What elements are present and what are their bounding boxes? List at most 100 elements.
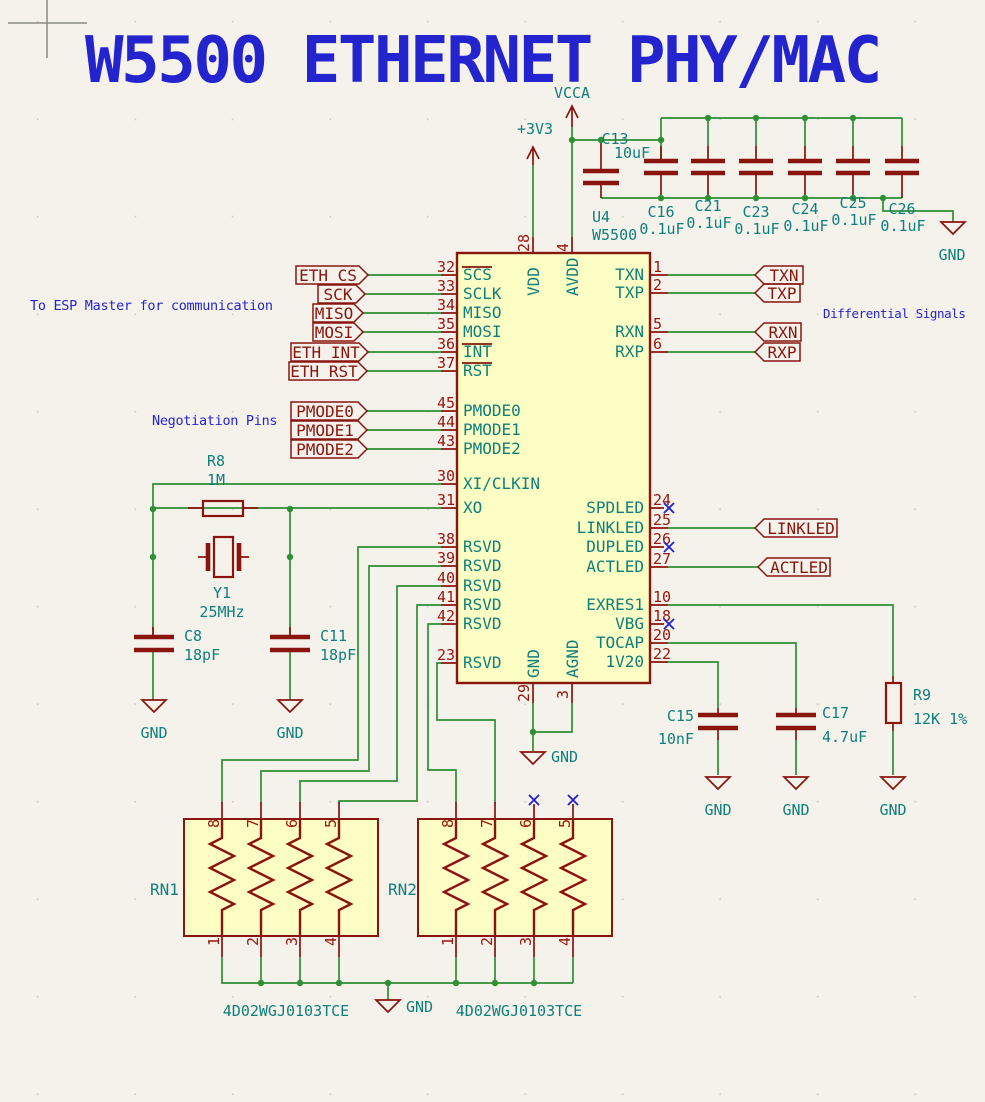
svg-text:TXP: TXP	[768, 284, 797, 303]
svg-text:30: 30	[437, 467, 455, 485]
svg-text:RSVD: RSVD	[463, 614, 502, 633]
net-label-pmode0	[290, 401, 369, 421]
svg-text:RXP: RXP	[615, 342, 644, 361]
net-label-txn	[753, 265, 804, 285]
svg-text:2: 2	[478, 937, 496, 946]
svg-text:6: 6	[653, 335, 662, 353]
svg-text:XO: XO	[463, 498, 482, 517]
svg-text:C24: C24	[791, 200, 818, 218]
svg-text:AGND: AGND	[563, 639, 582, 678]
svg-text:TXP: TXP	[615, 283, 644, 302]
svg-text:20: 20	[653, 626, 671, 644]
svg-text:ACTLED: ACTLED	[586, 557, 644, 576]
svg-text:1: 1	[653, 258, 662, 276]
svg-text:GND: GND	[276, 724, 303, 742]
svg-text:2: 2	[244, 937, 262, 946]
wire-crystal-gnd	[152, 650, 291, 700]
svg-text:TOCAP: TOCAP	[596, 633, 644, 652]
svg-text:33: 33	[437, 277, 455, 295]
svg-text:0.1uF: 0.1uF	[686, 214, 731, 232]
svg-text:42: 42	[437, 607, 455, 625]
svg-text:C15: C15	[667, 707, 694, 725]
power-arrow-icon	[565, 104, 579, 127]
svg-text:PMODE2: PMODE2	[463, 439, 521, 458]
gnd-icon	[878, 776, 908, 791]
svg-text:1: 1	[439, 937, 457, 946]
svg-text:12K 1%: 12K 1%	[913, 710, 967, 728]
svg-text:44: 44	[437, 413, 455, 431]
svg-text:PMODE2: PMODE2	[296, 440, 354, 459]
ic-right-pin-numbers: 1 2 5 6 24 25 26 27 10 18 20 22	[653, 258, 671, 663]
svg-text:RXP: RXP	[768, 343, 797, 362]
svg-text:10uF: 10uF	[614, 144, 650, 162]
ic-ref: U4	[592, 208, 610, 226]
svg-text:RXN: RXN	[769, 323, 798, 342]
svg-text:RSVD: RSVD	[463, 556, 502, 575]
svg-text:C23: C23	[742, 203, 769, 221]
svg-text:RSVD: RSVD	[463, 595, 502, 614]
net-labels-left: ETH_CS SCK MISO MOSI ETH_INT ETH_RST PMO…	[288, 265, 370, 459]
pin-stubs	[152, 141, 903, 957]
note-negotiation-pins: Negotiation Pins	[152, 413, 277, 429]
net-label-mosi	[312, 322, 365, 342]
svg-text:1V20: 1V20	[605, 652, 644, 671]
capacitor-c23: C23 0.1uF	[734, 158, 780, 238]
ic-value: W5500	[592, 226, 637, 244]
rn-pin-stubs	[221, 802, 574, 957]
no-connect-marks	[528, 502, 675, 806]
ic-top-bottom-pin-stubs	[532, 237, 573, 703]
note-esp-master: To ESP Master for communication	[30, 298, 273, 314]
net-label-pmode1	[290, 420, 369, 440]
svg-text:GND: GND	[879, 801, 906, 819]
svg-text:C16: C16	[647, 203, 674, 221]
svg-text:29: 29	[515, 684, 533, 702]
gnd-icon	[938, 221, 968, 236]
capacitor-c17: C17 4.7uF	[776, 704, 867, 746]
svg-text:3: 3	[554, 690, 572, 699]
svg-text:2: 2	[653, 276, 662, 294]
capacitor-c8: C8 18pF	[134, 627, 220, 664]
svg-text:18pF: 18pF	[184, 646, 220, 664]
resistor-body	[201, 499, 245, 518]
capacitor-c24: C24 0.1uF	[783, 158, 829, 235]
resistor-r8: R8 1M	[201, 452, 245, 518]
svg-text:C25: C25	[839, 194, 866, 212]
no-connect-icon-rn2-6	[528, 794, 540, 806]
gnd-icon	[139, 699, 169, 714]
svg-text:RN2: RN2	[388, 880, 417, 899]
svg-text:C8: C8	[184, 627, 202, 645]
svg-text:1: 1	[205, 937, 223, 946]
no-connect-icon-vbg	[663, 618, 675, 630]
svg-text:RN1: RN1	[150, 880, 179, 899]
svg-text:10: 10	[653, 588, 671, 606]
svg-text:6: 6	[517, 819, 535, 828]
ic-right-pin-stubs	[650, 274, 668, 663]
power-arrow-icon	[526, 145, 540, 165]
svg-text:4.7uF: 4.7uF	[822, 728, 867, 746]
wires	[152, 117, 954, 1000]
net-label-linkled	[753, 518, 838, 538]
svg-text:SPDLED: SPDLED	[586, 498, 644, 517]
net-label-miso	[312, 303, 365, 323]
svg-text:GND: GND	[524, 649, 543, 678]
net-label-actled	[756, 557, 831, 577]
svg-text:36: 36	[437, 335, 455, 353]
resistor-network-rn2: 8 7 6 5 1 2 3 4 RN2 4D02WGJ0103TCE	[388, 818, 613, 1020]
svg-text:25: 25	[653, 511, 671, 529]
ic-left-pin-names: SCS SCLK MISO MOSI INT RST PMODE0 PMODE1…	[462, 265, 540, 672]
svg-text:RSVD: RSVD	[463, 576, 502, 595]
power-label-3v3: +3V3	[517, 120, 553, 138]
svg-text:28: 28	[515, 234, 533, 252]
cap-bank-leads	[600, 141, 903, 198]
ic-right-pin-names: TXN TXP RXN RXP SPDLED LINKLED DUPLED AC…	[577, 265, 644, 671]
wire-ic-gnd	[532, 703, 573, 752]
svg-text:37: 37	[437, 354, 455, 372]
svg-text:ETH_INT: ETH_INT	[292, 343, 360, 362]
svg-text:34: 34	[437, 296, 455, 314]
net-label-eth-rst	[288, 361, 369, 381]
svg-text:GND: GND	[938, 246, 965, 264]
svg-text:INT: INT	[463, 342, 492, 361]
svg-text:0.1uF: 0.1uF	[831, 211, 876, 229]
wire-analog	[668, 604, 894, 775]
